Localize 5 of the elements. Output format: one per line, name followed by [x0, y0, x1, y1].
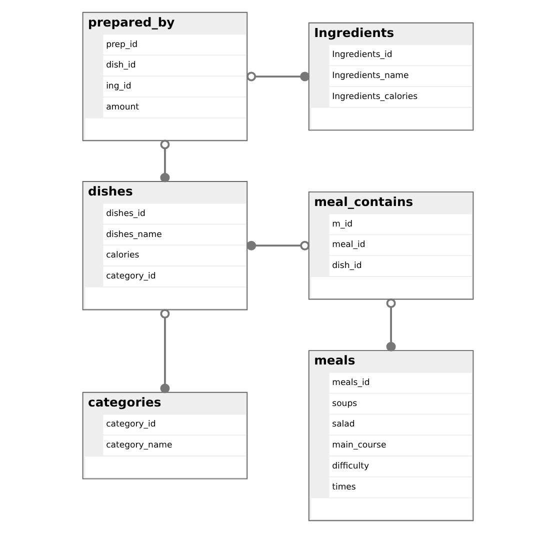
- connector: [246, 240, 310, 250]
- connector: [246, 72, 310, 82]
- connector: [160, 309, 170, 394]
- connector: [160, 140, 170, 182]
- connector: [386, 298, 396, 352]
